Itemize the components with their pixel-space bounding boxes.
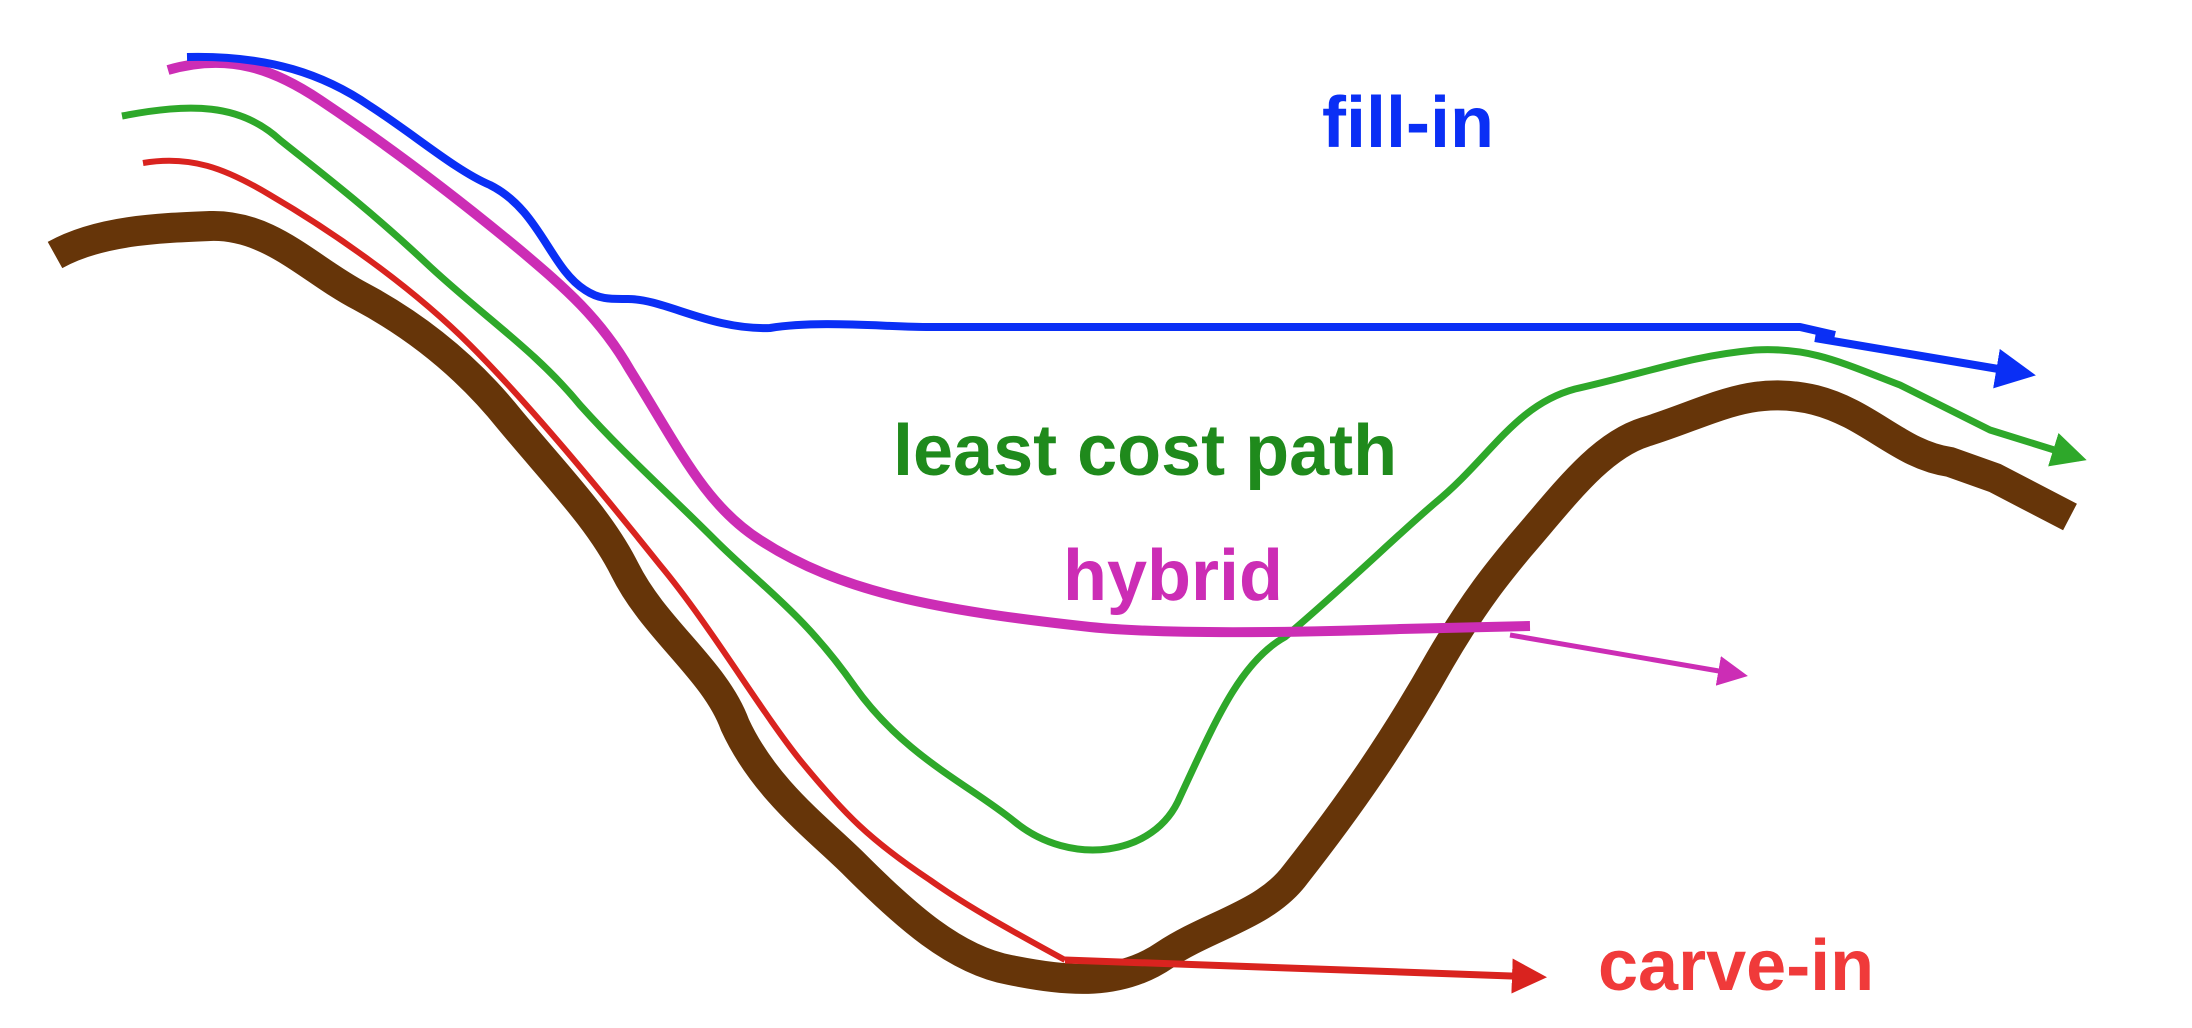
least-cost-path-label: least cost path [893, 411, 1397, 491]
carve-in-arrow [1064, 956, 1547, 994]
terrain-profile-line [47, 210, 2077, 994]
fill-in-arrow [1814, 334, 2036, 389]
carve-in-line [142, 157, 1067, 963]
fill-in-label: fill-in [1322, 83, 1494, 163]
carve-in-label: carve-in [1598, 926, 1874, 1006]
fill-in-line [186, 52, 1836, 339]
hybrid-label: hybrid [1063, 536, 1283, 616]
least-cost-path-line [121, 104, 2087, 854]
hybrid-line [166, 57, 1531, 638]
hybrid-arrow [1509, 632, 1748, 686]
